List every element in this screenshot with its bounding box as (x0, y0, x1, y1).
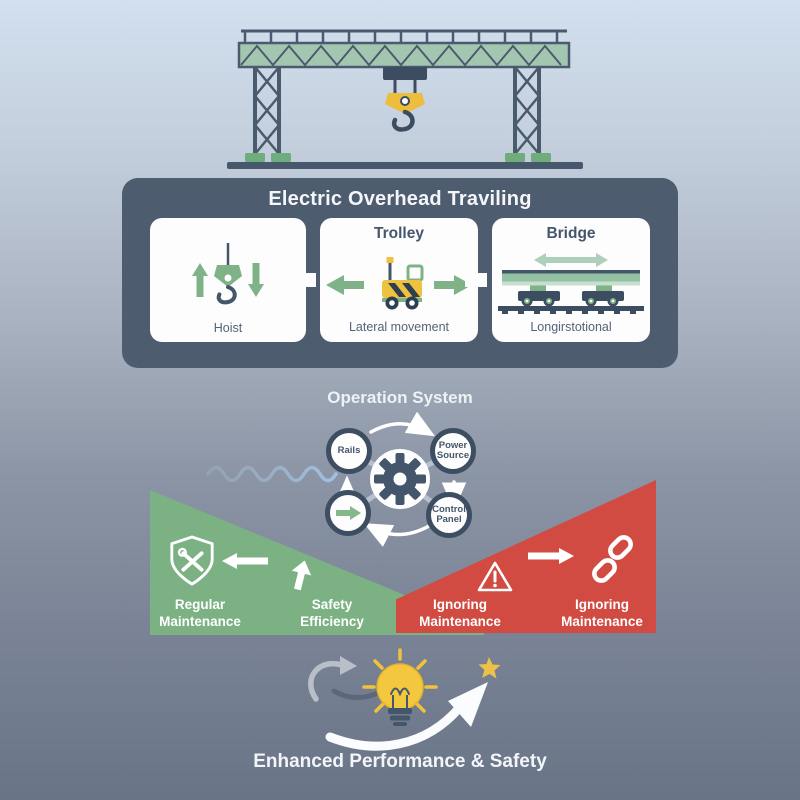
chain-link-icon (592, 535, 633, 583)
gear-icon (374, 453, 426, 505)
arrow-left-icon (222, 553, 268, 569)
star-icon (478, 657, 501, 679)
card-hoist: Hoist (150, 218, 306, 342)
crane-hook-icon (383, 67, 427, 132)
arrow-up-icon (291, 560, 312, 591)
node-control-panel: Control Panel (426, 492, 472, 538)
arrow-left-icon (326, 274, 364, 295)
bridge-girder-icon (498, 252, 644, 314)
banner-label: Ignoring Maintenance (419, 597, 501, 630)
card-title: Trolley (374, 225, 424, 242)
arrow-up-icon (192, 263, 208, 297)
card-bridge: Bridge (492, 218, 650, 342)
signal-wave (206, 465, 338, 483)
arrow-down-icon (248, 263, 264, 297)
panel-title: Electric Overhead Traviling (268, 188, 532, 210)
arrow-right-icon (528, 548, 574, 564)
hoist-hook-icon (192, 243, 264, 305)
warning-triangle-icon (477, 561, 513, 592)
banner-label: Ignoring Maintenance (561, 597, 643, 630)
card-caption: Hoist (213, 321, 243, 335)
trolley-cart-icon (326, 256, 472, 309)
banner-label: Safety Efficiency (300, 597, 364, 630)
eot-panel: Electric Overhead Traviling Hoist (122, 178, 678, 368)
lightbulb-icon (362, 648, 438, 726)
arrow-right-icon (336, 506, 361, 520)
crane-feet (245, 153, 551, 162)
footer-caption: Enhanced Performance & Safety (253, 751, 547, 772)
node-power-source: Power Source (430, 428, 476, 474)
node-rails: Rails (326, 428, 372, 474)
arrow-left-right-icon (534, 252, 608, 267)
card-trolley: Trolley L (320, 218, 478, 342)
banner-label: Regular Maintenance (159, 597, 241, 630)
card-title: Bridge (546, 225, 596, 242)
operation-title: Operation System (327, 388, 473, 407)
card-caption: Longirstotional (530, 320, 612, 334)
card-connector (465, 273, 487, 287)
node-movement (325, 490, 371, 536)
component-cards: Hoist Trolley (150, 218, 650, 342)
card-connector (294, 273, 316, 287)
arrow-right-icon (434, 274, 472, 295)
cycle-arrow-icon (308, 656, 381, 702)
enhancement-graphic (308, 648, 501, 751)
operation-diagram (206, 412, 467, 547)
gantry-crane-illustration (227, 29, 583, 169)
card-caption: Lateral movement (348, 320, 450, 334)
growth-arrow-icon (325, 682, 488, 751)
shield-tools-icon (170, 535, 214, 586)
